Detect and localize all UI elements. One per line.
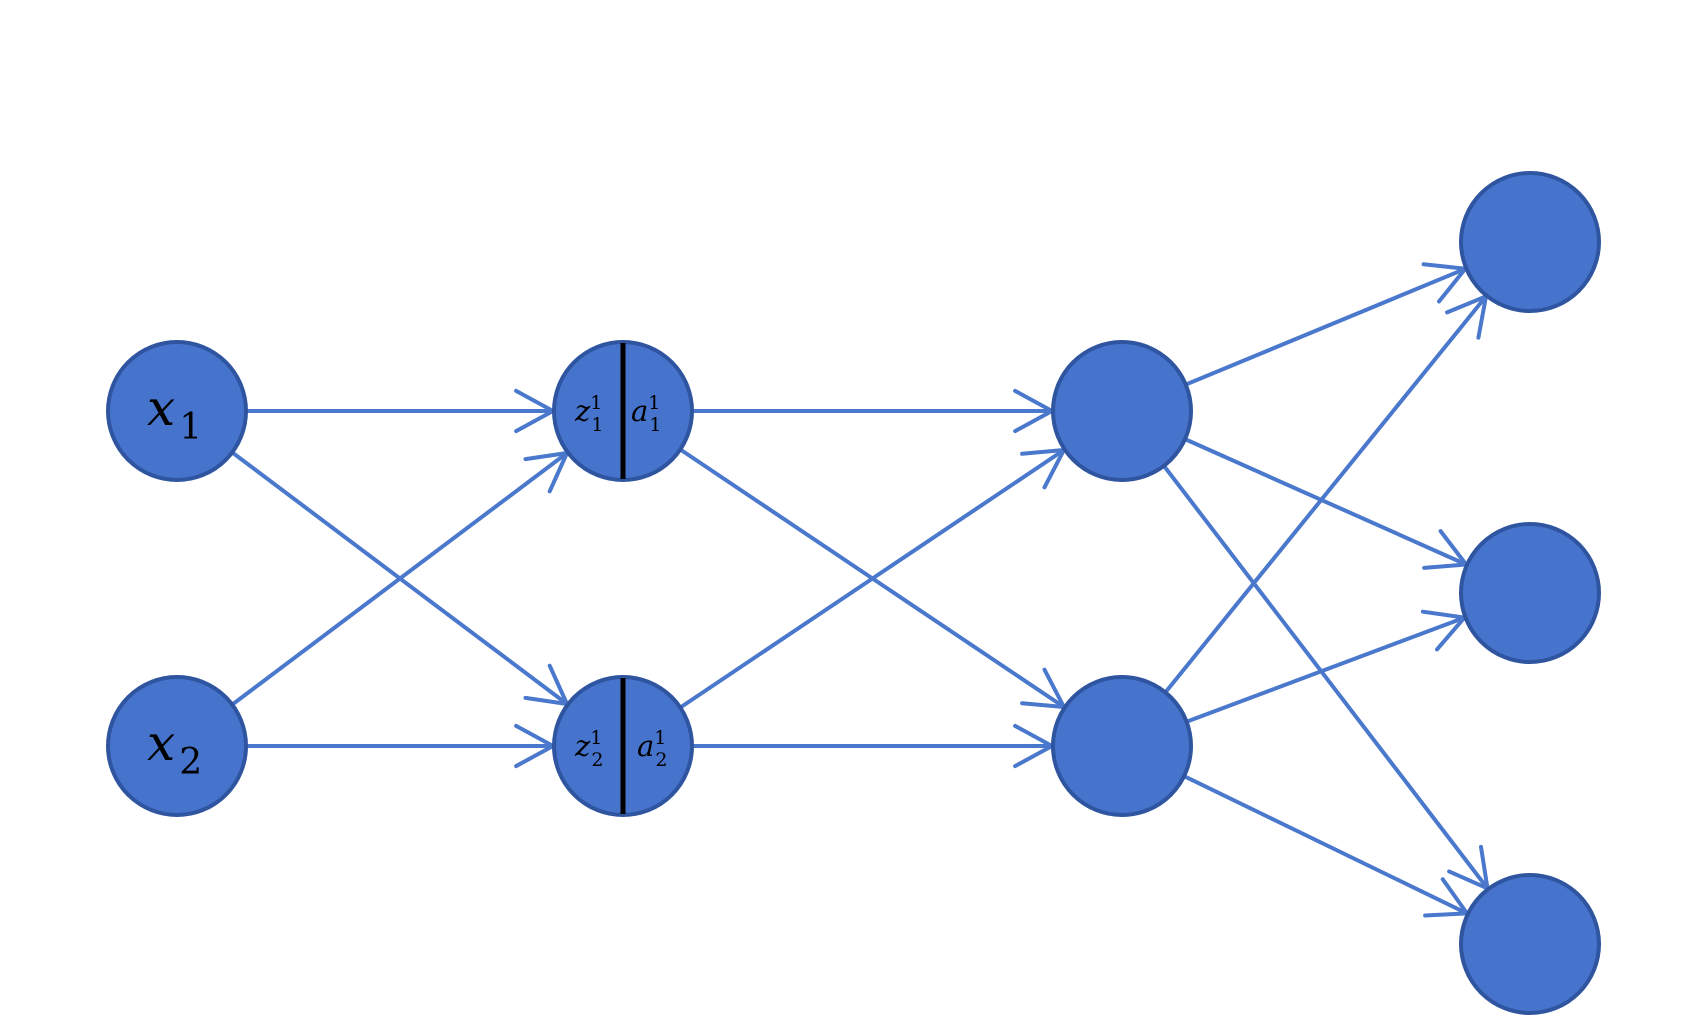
node-circle bbox=[1051, 340, 1193, 482]
node-circle bbox=[1051, 675, 1193, 817]
edge-arrow bbox=[679, 448, 1066, 709]
arrowhead bbox=[1447, 869, 1490, 891]
arrowhead bbox=[1476, 294, 1488, 340]
edge-line bbox=[1162, 464, 1490, 891]
arrowhead bbox=[1435, 615, 1467, 652]
edge-arrow bbox=[245, 388, 555, 434]
edge-layer bbox=[231, 262, 1490, 918]
arrowhead bbox=[1042, 667, 1066, 709]
arrowhead bbox=[1013, 744, 1054, 769]
node-circle bbox=[106, 675, 248, 817]
arrowhead bbox=[523, 451, 569, 462]
edge-line bbox=[1185, 615, 1467, 724]
arrowhead bbox=[1479, 844, 1490, 891]
edge-arrow bbox=[1185, 609, 1467, 724]
arrowhead bbox=[1013, 388, 1054, 413]
edge-arrow bbox=[245, 723, 555, 769]
arrowhead bbox=[523, 695, 569, 706]
edge-line bbox=[1183, 774, 1469, 916]
arrowhead bbox=[1020, 701, 1066, 709]
arrowhead bbox=[1020, 448, 1066, 456]
arrowhead bbox=[1423, 911, 1469, 918]
hidden-node-2-2 bbox=[1051, 675, 1193, 817]
output-node-2 bbox=[1459, 522, 1601, 664]
edge-arrow bbox=[1183, 774, 1469, 918]
edge-line bbox=[1164, 294, 1488, 694]
arrowhead bbox=[1421, 262, 1468, 271]
arrowhead bbox=[514, 723, 555, 748]
arrowhead bbox=[1013, 409, 1054, 434]
node-circle bbox=[1459, 873, 1601, 1015]
edge-line bbox=[1183, 437, 1469, 567]
node-circle bbox=[1459, 522, 1601, 664]
arrowhead bbox=[1445, 294, 1488, 315]
edge-arrow bbox=[691, 388, 1054, 434]
edge-arrow bbox=[231, 451, 569, 706]
node-circle bbox=[1459, 171, 1601, 313]
arrowhead bbox=[547, 451, 569, 494]
edge-line bbox=[1184, 266, 1468, 387]
arrowhead bbox=[1438, 529, 1469, 567]
arrowhead bbox=[1422, 562, 1469, 570]
output-node-3 bbox=[1459, 873, 1601, 1015]
edge-line bbox=[679, 448, 1066, 709]
edge-arrow bbox=[1184, 262, 1468, 387]
edge-arrow bbox=[1183, 437, 1469, 570]
node-circle bbox=[106, 340, 248, 482]
arrowhead bbox=[1013, 723, 1054, 748]
edge-arrow bbox=[1164, 294, 1488, 694]
output-node-1 bbox=[1459, 171, 1601, 313]
arrowhead bbox=[547, 663, 569, 706]
edge-line bbox=[231, 451, 569, 706]
edge-arrow bbox=[1162, 464, 1490, 891]
arrowhead bbox=[1440, 877, 1469, 916]
arrowhead bbox=[1437, 266, 1468, 304]
arrowhead bbox=[514, 388, 555, 413]
arrowhead bbox=[514, 744, 555, 769]
arrowhead bbox=[1042, 448, 1066, 490]
arrowhead bbox=[514, 409, 555, 434]
hidden-node-2-1 bbox=[1051, 340, 1193, 482]
edge-arrow bbox=[691, 723, 1054, 769]
arrowhead bbox=[1420, 609, 1467, 620]
